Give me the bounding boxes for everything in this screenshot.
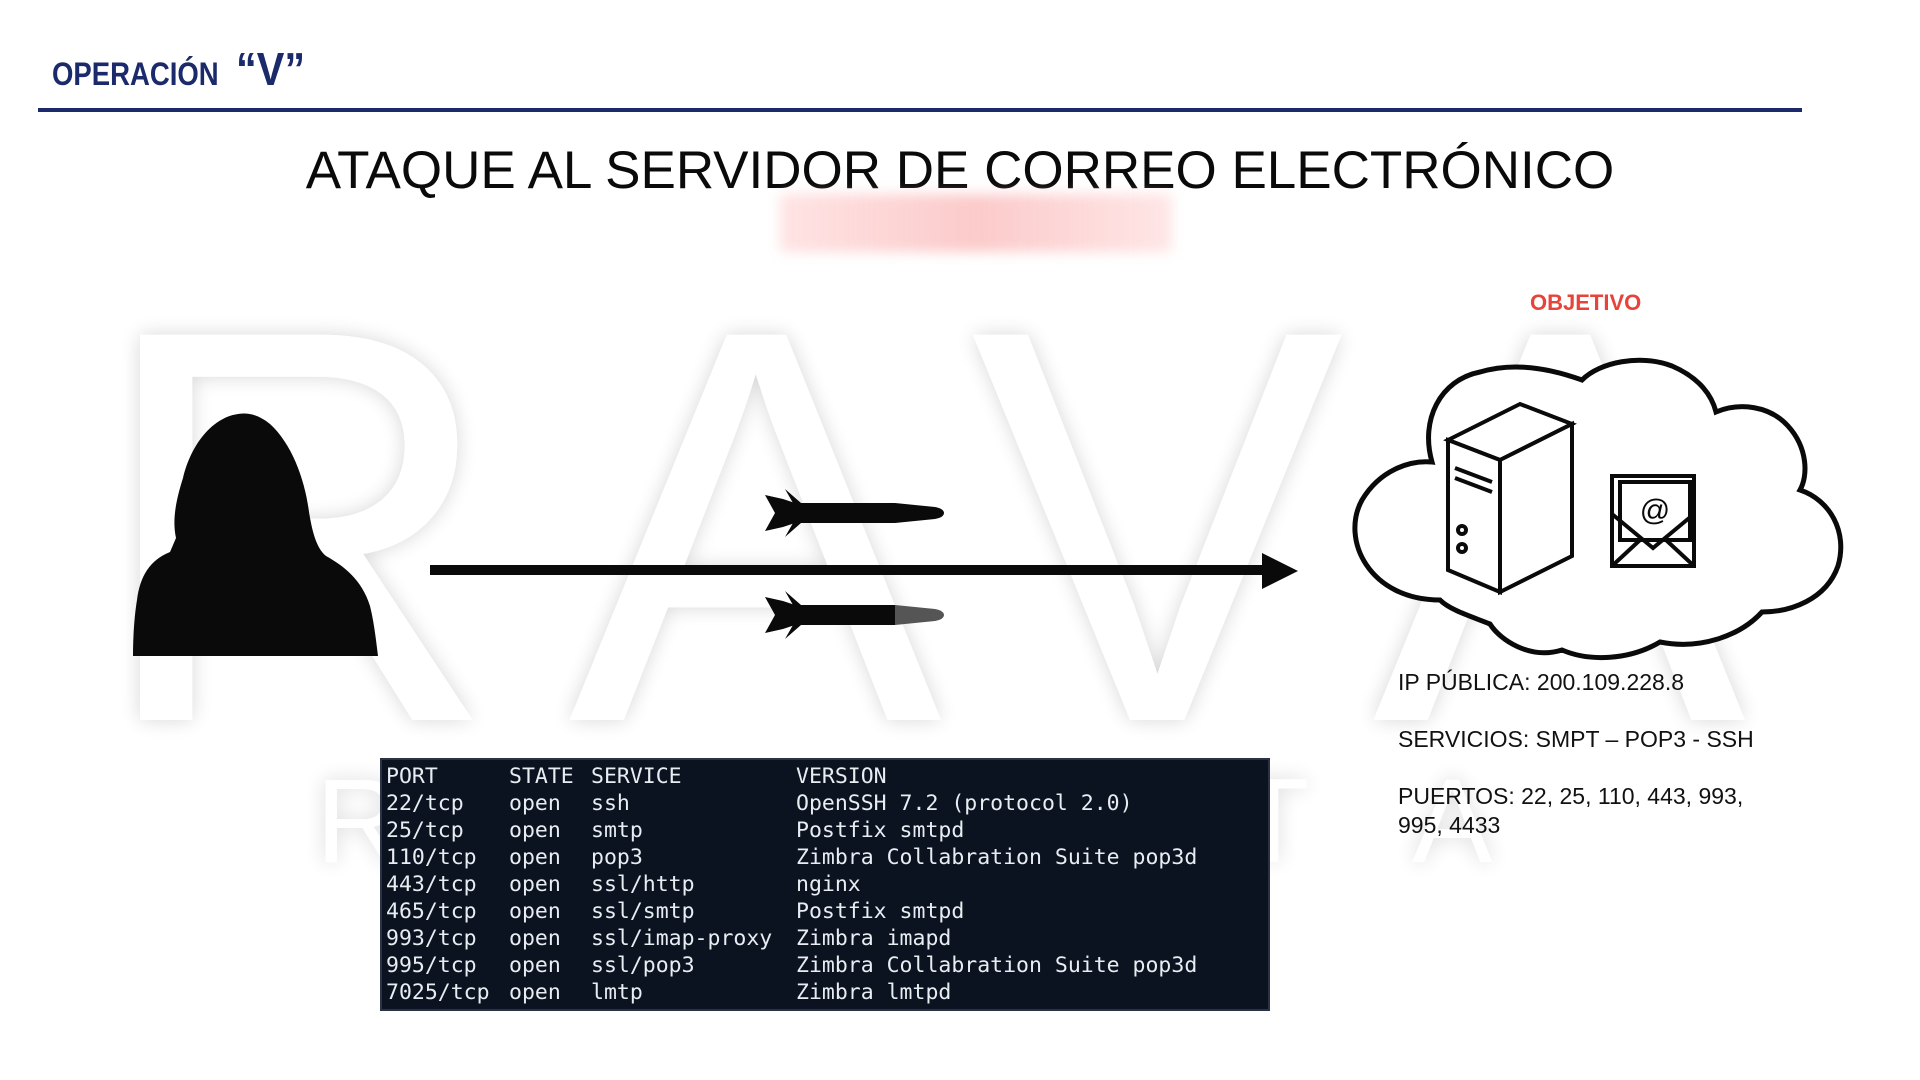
scan-service: pop3 [591, 845, 643, 870]
scan-version: nginx [796, 872, 861, 897]
scan-state: open [509, 953, 561, 978]
missile-icon [765, 591, 944, 639]
scan-service: smtp [591, 818, 643, 843]
brand-suffix: “V” [236, 43, 306, 95]
scan-version: Postfix smtpd [796, 899, 965, 924]
scan-state: open [509, 818, 561, 843]
scan-port: 465/tcp [386, 899, 477, 924]
scan-port: 995/tcp [386, 953, 477, 978]
scan-state: open [509, 899, 561, 924]
scan-version: Postfix smtpd [796, 818, 965, 843]
cloud-icon [1352, 357, 1844, 660]
port-scan-terminal: PORT STATE SERVICE VERSION 22/tcp open s… [380, 758, 1270, 1011]
svg-text:@: @ [1640, 494, 1670, 527]
missile-icon [765, 489, 944, 537]
scan-version: Zimbra imapd [796, 926, 952, 951]
scan-service: ssl/imap-proxy [591, 926, 773, 951]
scan-row: 465/tcp open ssl/smtp Postfix smtpd [386, 898, 964, 925]
scan-service: lmtp [591, 980, 643, 1005]
scan-version: Zimbra lmtpd [796, 980, 952, 1005]
server-tower-icon [1443, 401, 1577, 596]
scan-state: open [509, 845, 561, 870]
scan-row: 443/tcp open ssl/http nginx [386, 871, 861, 898]
scan-header-state: STATE [509, 764, 574, 789]
scan-state: open [509, 872, 561, 897]
scan-row: 993/tcp open ssl/imap-proxy Zimbra imapd [386, 925, 951, 952]
scan-port: 22/tcp [386, 791, 464, 816]
scan-row: 995/tcp open ssl/pop3 Zimbra Collabratio… [386, 952, 1197, 979]
scan-state: open [509, 980, 561, 1005]
target-services: SERVICIOS: SMPT – POP3 - SSH [1398, 726, 1754, 752]
scan-row: 22/tcp open ssh OpenSSH 7.2 (protocol 2.… [386, 790, 1133, 817]
scan-version: OpenSSH 7.2 (protocol 2.0) [796, 791, 1133, 816]
scan-header-port: PORT [386, 764, 438, 789]
target-ports-line2: 995, 4433 [1398, 812, 1501, 838]
arrow-right-icon [430, 553, 1298, 589]
hooded-hacker-icon [133, 413, 378, 656]
page-title: ATAQUE AL SERVIDOR DE CORREO ELECTRÓNICO [305, 141, 1615, 200]
scan-version: Zimbra Collabration Suite pop3d [796, 845, 1198, 870]
scan-state: open [509, 926, 561, 951]
target-ports: PUERTOS: 22, 25, 110, 443, 993, 995, 443… [1398, 782, 1818, 840]
scan-port: 110/tcp [386, 845, 477, 870]
scan-header-version: VERSION [796, 764, 887, 789]
scan-header-row: PORT STATE SERVICE VERSION [386, 763, 887, 790]
scan-service: ssl/pop3 [591, 953, 695, 978]
scan-port: 7025/tcp [386, 980, 490, 1005]
brand-title: OPERACIÓN “V” [52, 42, 313, 96]
scan-state: open [509, 791, 561, 816]
scan-row: 7025/tcp open lmtp Zimbra lmtpd [386, 979, 951, 1006]
scan-port: 443/tcp [386, 872, 477, 897]
scan-service: ssl/http [591, 872, 695, 897]
envelope-at-icon: @ [1610, 474, 1696, 568]
redaction-blur [780, 194, 1172, 252]
scan-port: 993/tcp [386, 926, 477, 951]
scan-service: ssl/smtp [591, 899, 695, 924]
scan-header-service: SERVICE [591, 764, 682, 789]
target-ip: IP PÚBLICA: 200.109.228.8 [1398, 669, 1684, 695]
scan-row: 110/tcp open pop3 Zimbra Collabration Su… [386, 844, 1197, 871]
scan-port: 25/tcp [386, 818, 464, 843]
scan-service: ssh [591, 791, 630, 816]
target-ports-line1: PUERTOS: 22, 25, 110, 443, 993, [1398, 783, 1744, 809]
brand-prefix: OPERACIÓN [52, 56, 219, 92]
scan-version: Zimbra Collabration Suite pop3d [796, 953, 1198, 978]
header-rule [38, 108, 1802, 112]
scan-row: 25/tcp open smtp Postfix smtpd [386, 817, 964, 844]
target-label: OBJETIVO [1530, 290, 1642, 315]
